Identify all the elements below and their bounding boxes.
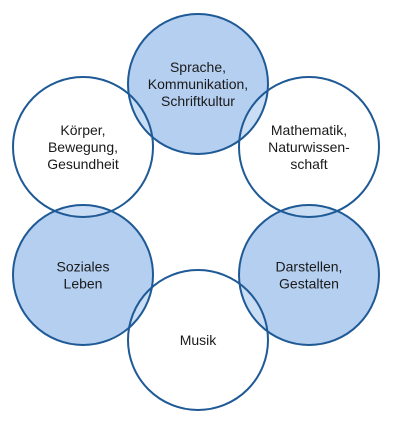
circle-soziales-outline: [12, 204, 154, 346]
label-sprache-line: Sprache,: [170, 59, 226, 75]
circle-musik-fill: [128, 270, 268, 410]
circle-koerper-fill: [13, 77, 153, 217]
circle-koerper-outline: [12, 76, 154, 218]
label-soziales-line: Soziales: [57, 259, 110, 275]
label-mathematik-line: Mathematik,: [271, 122, 347, 138]
circle-musik-outline: [127, 269, 269, 411]
circle-labels: Sprache,Kommunikation,SchriftkulturMathe…: [47, 59, 350, 348]
label-soziales-line: Leben: [64, 276, 103, 292]
label-koerper-line: Gesundheit: [47, 156, 119, 172]
label-mathematik-line: Naturwissen-: [268, 139, 350, 155]
label-mathematik-line: schaft: [290, 156, 327, 172]
label-mathematik: Mathematik,Naturwissen-schaft: [268, 122, 350, 172]
circle-soziales-fill: [13, 205, 153, 345]
circle-darstellen-outline: [238, 204, 380, 346]
label-sprache-line: Kommunikation,: [148, 76, 248, 92]
label-darstellen-line: Darstellen,: [276, 259, 343, 275]
circle-mathematik-fill: [239, 77, 379, 217]
label-darstellen: Darstellen,Gestalten: [276, 259, 343, 292]
circle-sprache-outline: [127, 13, 269, 155]
label-koerper-line: Körper,: [60, 122, 105, 138]
circle-outlines: [12, 13, 380, 411]
label-musik: Musik: [180, 332, 218, 348]
label-musik-line: Musik: [180, 332, 218, 348]
circle-darstellen-fill: [239, 205, 379, 345]
label-koerper: Körper,Bewegung,Gesundheit: [47, 122, 119, 172]
circle-sprache-fill: [128, 14, 268, 154]
label-koerper-line: Bewegung,: [48, 139, 118, 155]
circle-fills: [13, 14, 379, 410]
label-sprache: Sprache,Kommunikation,Schriftkultur: [148, 59, 248, 109]
label-sprache-line: Schriftkultur: [161, 93, 235, 109]
label-darstellen-line: Gestalten: [279, 276, 339, 292]
circle-mathematik-outline: [238, 76, 380, 218]
